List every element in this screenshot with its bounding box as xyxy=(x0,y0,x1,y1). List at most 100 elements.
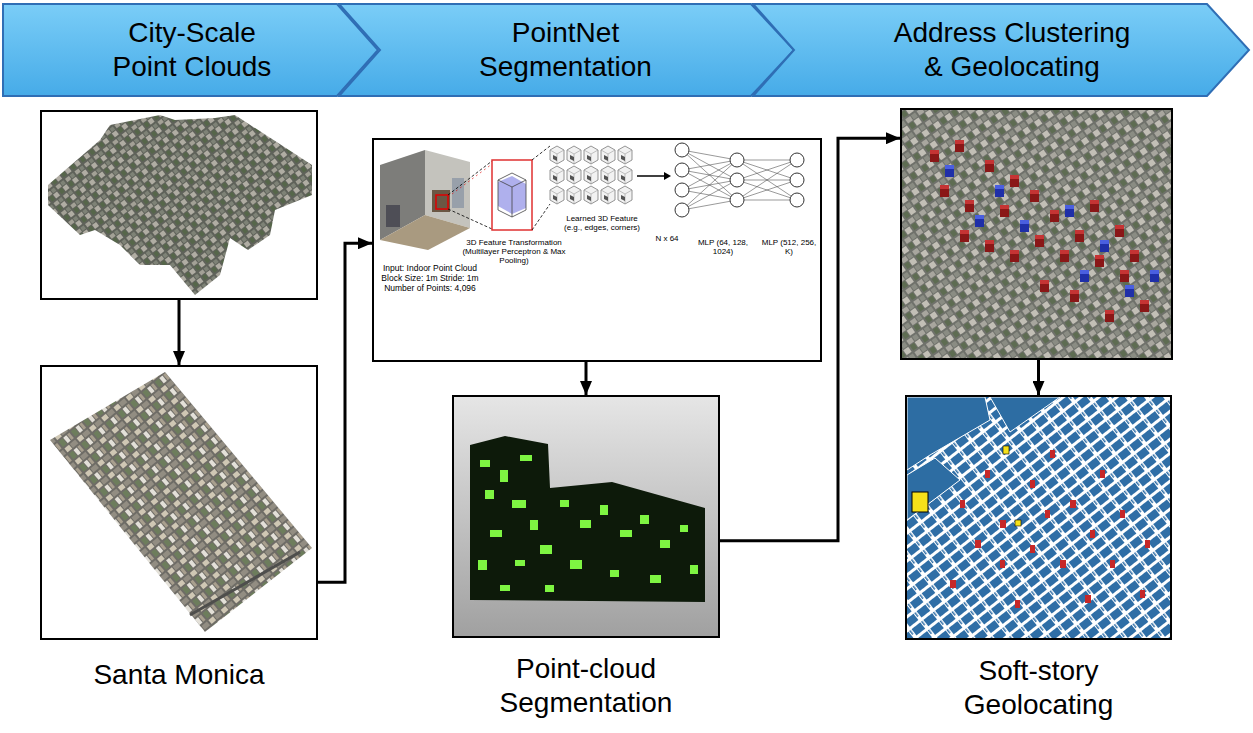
illustration-part xyxy=(550,186,564,204)
image-panel: Point-cloud Segmentation xyxy=(452,395,720,719)
illustration-part xyxy=(386,205,400,227)
illustration-part xyxy=(990,397,1060,432)
illustration-part xyxy=(600,505,608,515)
illustration-part xyxy=(530,520,538,530)
illustration-part xyxy=(1150,270,1159,282)
illustration-part xyxy=(975,540,981,548)
illustration-part xyxy=(1020,220,1029,232)
illustration-part xyxy=(448,209,492,229)
illustration-part xyxy=(567,146,581,164)
illustration-part xyxy=(1030,480,1035,488)
illustration-part xyxy=(1070,290,1079,302)
illustration-part xyxy=(1003,446,1009,454)
image-caption: Soft-story Geolocating xyxy=(936,654,1141,721)
figure-annotation: Learned 3D Feature (e.g., edges, corners… xyxy=(556,214,648,232)
illustration-part xyxy=(675,163,689,177)
illustration-part xyxy=(190,552,300,615)
illustration-part xyxy=(907,397,1170,638)
illustration-part xyxy=(610,570,619,577)
illustration-part xyxy=(1070,500,1076,508)
footprint-map xyxy=(907,397,1170,638)
illustration-part xyxy=(448,161,492,195)
illustration-part xyxy=(550,166,564,184)
illustration-part xyxy=(730,193,744,207)
banner-title: PointNet Segmentation xyxy=(458,16,673,83)
illustration-part xyxy=(690,565,698,574)
illustration-part xyxy=(470,436,705,602)
image-panel: Soft-story Geolocating xyxy=(905,395,1172,721)
illustration-part xyxy=(500,585,510,591)
illustration-part xyxy=(664,172,671,180)
image-frame xyxy=(40,110,318,300)
image-panel: Santa Monica xyxy=(40,365,318,692)
image-panel xyxy=(900,108,1173,360)
chevron-outline xyxy=(753,4,1249,96)
illustration-part xyxy=(1050,450,1055,458)
illustration-part xyxy=(1035,235,1044,247)
illustration-part xyxy=(1090,530,1095,538)
illustration-part xyxy=(675,203,689,217)
illustration-part xyxy=(965,200,974,212)
illustration-part xyxy=(570,560,582,569)
clustered-aerial-map xyxy=(902,110,1171,358)
chevron-banner: City-Scale Point Clouds xyxy=(2,3,380,97)
chevron-shape xyxy=(338,3,796,97)
illustration-part xyxy=(995,185,1004,197)
illustration-part xyxy=(737,160,797,180)
illustration-part xyxy=(601,186,615,204)
illustration-part xyxy=(737,160,797,200)
illustration-part xyxy=(682,150,737,200)
illustration-part xyxy=(1015,520,1021,526)
illustration-part xyxy=(1000,205,1009,217)
illustration-part xyxy=(907,397,1170,638)
illustration-part xyxy=(682,180,737,210)
illustration-part xyxy=(618,186,632,204)
illustration-part xyxy=(454,397,718,636)
illustration-part xyxy=(478,560,487,570)
illustration-part xyxy=(1000,560,1005,568)
image-frame xyxy=(40,365,318,640)
illustration-part xyxy=(682,150,797,210)
image-panel: Input: Indoor Point Cloud Block Size: 1m… xyxy=(372,138,822,362)
illustration-part xyxy=(790,153,804,167)
illustration-part xyxy=(580,520,591,528)
city-aerial-overview xyxy=(48,115,312,295)
illustration-part xyxy=(560,500,569,507)
illustration-part xyxy=(907,397,990,470)
illustration-part xyxy=(1060,560,1066,568)
illustration-part xyxy=(478,455,698,592)
illustration-part xyxy=(1120,270,1129,282)
illustration-part xyxy=(48,115,312,295)
illustration-part xyxy=(1105,310,1114,322)
illustration-part xyxy=(955,140,964,152)
illustration-part xyxy=(930,150,939,162)
illustration-part xyxy=(1140,300,1149,312)
illustration-part xyxy=(950,580,956,588)
illustration-part xyxy=(545,585,554,592)
illustration-part xyxy=(1100,470,1105,478)
illustration-part xyxy=(584,146,598,164)
illustration-part xyxy=(1065,205,1074,217)
illustration-part xyxy=(945,165,954,177)
illustration-part xyxy=(737,160,797,161)
illustration-part xyxy=(1140,590,1145,598)
chevron-shape xyxy=(752,3,1251,97)
illustration-part xyxy=(540,545,552,554)
figure-annotation: 3D Feature Transformation (Multilayer Pe… xyxy=(462,238,566,266)
chevron-banner: PointNet Segmentation xyxy=(338,3,796,97)
illustration-part xyxy=(1075,230,1084,242)
illustration-part xyxy=(492,160,532,230)
illustration-part xyxy=(480,460,490,467)
illustration-part xyxy=(601,146,615,164)
illustration-part xyxy=(567,166,581,184)
illustration-part xyxy=(1110,560,1115,568)
illustration-part xyxy=(1030,190,1039,202)
connector-arrow xyxy=(585,362,588,395)
illustration-part xyxy=(1130,250,1139,262)
illustration-part xyxy=(436,195,448,209)
illustration-part xyxy=(737,180,797,200)
image-frame xyxy=(900,108,1173,360)
illustration-part xyxy=(950,450,1150,608)
illustration-part xyxy=(550,146,564,164)
